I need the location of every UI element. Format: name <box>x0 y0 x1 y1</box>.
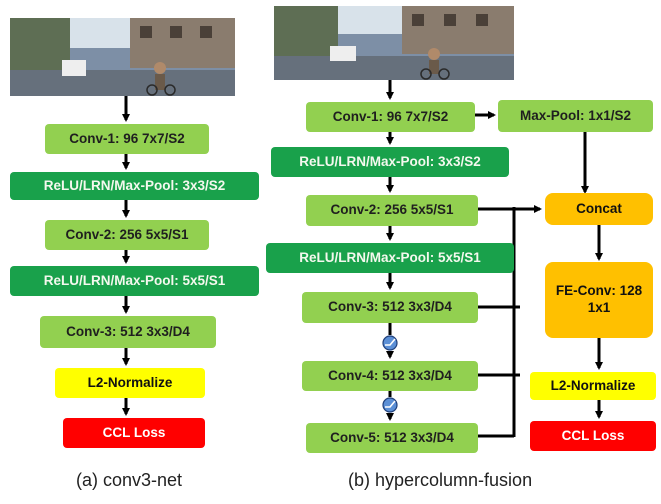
right-conv3-box: Conv-3: 512 3x3/D4 <box>302 292 478 323</box>
input-street-photo-left <box>10 18 235 96</box>
left-conv3-box: Conv-3: 512 3x3/D4 <box>40 316 216 348</box>
right-relu-pool1-box: ReLU/LRN/Max-Pool: 3x3/S2 <box>271 147 509 177</box>
left-relu-pool1-box: ReLU/LRN/Max-Pool: 3x3/S2 <box>10 172 259 200</box>
caption-hypercolumn-fusion: (b) hypercolumn-fusion <box>348 470 533 490</box>
right-conv1-box: Conv-1: 96 7x7/S2 <box>306 102 475 132</box>
relu-activation-icon <box>382 397 398 413</box>
left-l2-normalize-box: L2-Normalize <box>55 368 205 398</box>
right-conv4-box: Conv-4: 512 3x3/D4 <box>302 361 478 391</box>
right-l2-normalize-box: L2-Normalize <box>530 372 656 400</box>
caption-conv3-net: (a) conv3-net <box>76 470 183 490</box>
right-ccl-loss-box: CCL Loss <box>530 421 656 451</box>
right-maxpool-box: Max-Pool: 1x1/S2 <box>498 100 653 132</box>
right-conv5-box: Conv-5: 512 3x3/D4 <box>306 423 478 453</box>
left-ccl-loss-box: CCL Loss <box>63 418 205 448</box>
left-conv1-box: Conv-1: 96 7x7/S2 <box>45 124 209 154</box>
right-conv2-box: Conv-2: 256 5x5/S1 <box>306 195 478 226</box>
input-street-photo-right <box>274 6 514 80</box>
fe-conv-box: FE-Conv: 128 1x1 <box>545 262 653 338</box>
right-relu-pool2-box: ReLU/LRN/Max-Pool: 5x5/S1 <box>266 243 514 273</box>
concat-box: Concat <box>545 193 653 225</box>
left-conv2-box: Conv-2: 256 5x5/S1 <box>45 220 209 250</box>
left-relu-pool2-box: ReLU/LRN/Max-Pool: 5x5/S1 <box>10 266 259 296</box>
relu-activation-icon <box>382 335 398 351</box>
